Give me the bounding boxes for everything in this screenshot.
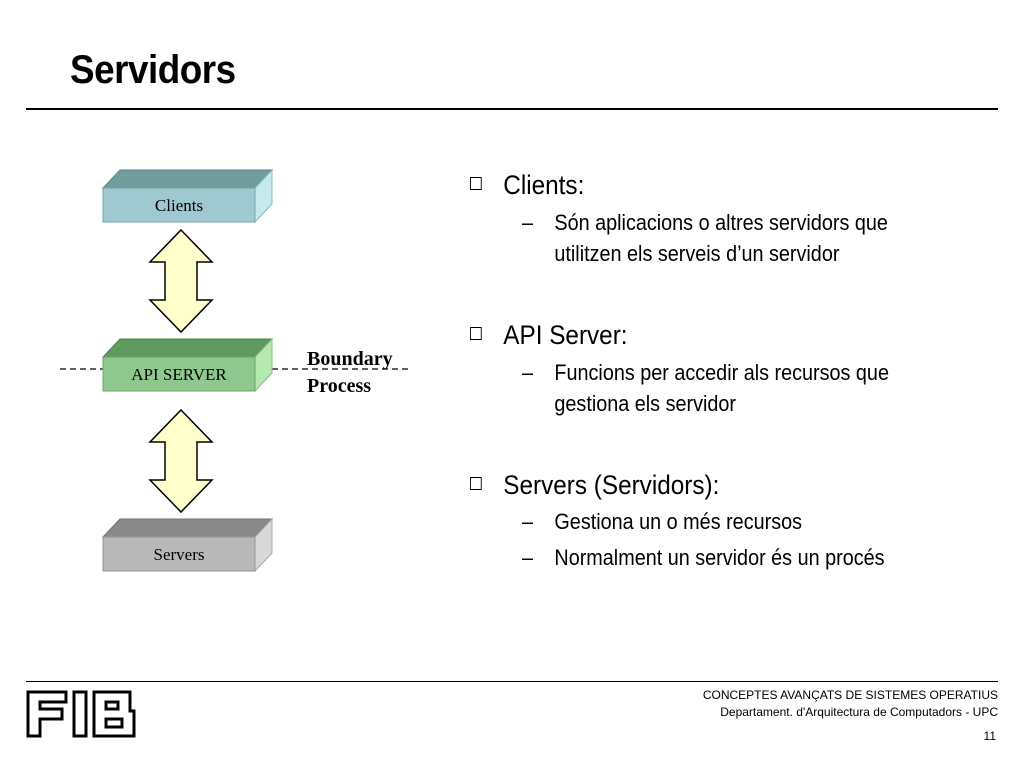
bullet-clients-heading: Clients:: [503, 170, 585, 200]
bullet-api-server: API Server:: [470, 320, 628, 351]
api-server-box: [60, 337, 410, 393]
dash-bullet-icon: –: [522, 509, 534, 534]
bullet-servers-heading: Servers (Servidors):: [503, 470, 720, 500]
sub-bullet-api-1: – Funcions per accedir als recursos que …: [522, 357, 889, 419]
servers-box-top: [101, 518, 274, 538]
sub-bullet-line: Normalment un servidor és un procés: [554, 545, 885, 570]
sub-bullet-clients-1: – Són aplicacions o altres servidors que…: [522, 207, 888, 269]
square-bullet-icon: [470, 477, 482, 491]
bullet-api-heading: API Server:: [503, 320, 628, 350]
sub-bullet-line: Funcions per accedir als recursos que: [554, 360, 889, 385]
api-server-box-label: API SERVER: [131, 365, 227, 384]
boundary-label-line2: Process: [307, 375, 372, 397]
footer-department: Departament. d'Arquitectura de Computado…: [720, 705, 998, 719]
footer-course-title: CONCEPTES AVANÇATS DE SISTEMES OPERATIUS: [702, 688, 998, 702]
footer-rule: [26, 681, 998, 682]
boundary-label-line1: Boundary: [307, 348, 393, 370]
fib-logo-icon: [26, 690, 136, 738]
servers-box-label: Servers: [153, 545, 205, 564]
double-arrow-api-servers: [148, 408, 214, 514]
clients-box-front: [102, 187, 256, 223]
sub-bullet-servers-2: – Normalment un servidor és un procés: [522, 542, 885, 573]
api-box-top: [101, 338, 274, 358]
square-bullet-icon: [470, 327, 482, 341]
servers-box: [101, 517, 274, 573]
clients-box-top: [101, 169, 274, 189]
diagram-svg: [60, 168, 410, 573]
bullet-servers: Servers (Servidors):: [470, 470, 719, 501]
page-title: Servidors: [70, 48, 236, 92]
sub-bullet-line: Gestiona un o més recursos: [554, 509, 803, 534]
dash-bullet-icon: –: [522, 210, 534, 235]
square-bullet-icon: [470, 177, 482, 191]
api-box-front: [102, 356, 256, 392]
dash-bullet-icon: –: [522, 360, 534, 385]
clients-box: [101, 168, 274, 224]
double-arrow-clients-api: [148, 228, 214, 334]
sub-bullet-servers-1: – Gestiona un o més recursos: [522, 506, 802, 537]
architecture-diagram: Clients API SERVER Servers Boundary Proc…: [0, 0, 440, 600]
sub-bullet-line: utilitzen els serveis d’un servidor: [554, 241, 840, 266]
fib-logo: [26, 690, 138, 743]
title-rule: [26, 108, 998, 110]
servers-box-front: [102, 536, 256, 572]
sub-bullet-line: Són aplicacions o altres servidors que: [554, 210, 888, 235]
boundary-process-label: Boundary Process: [307, 346, 393, 400]
clients-box-label: Clients: [154, 196, 204, 215]
sub-bullet-line: gestiona els servidor: [554, 391, 737, 416]
bullet-clients: Clients:: [470, 170, 584, 201]
page-number: 11: [983, 729, 996, 743]
dash-bullet-icon: –: [522, 545, 534, 570]
